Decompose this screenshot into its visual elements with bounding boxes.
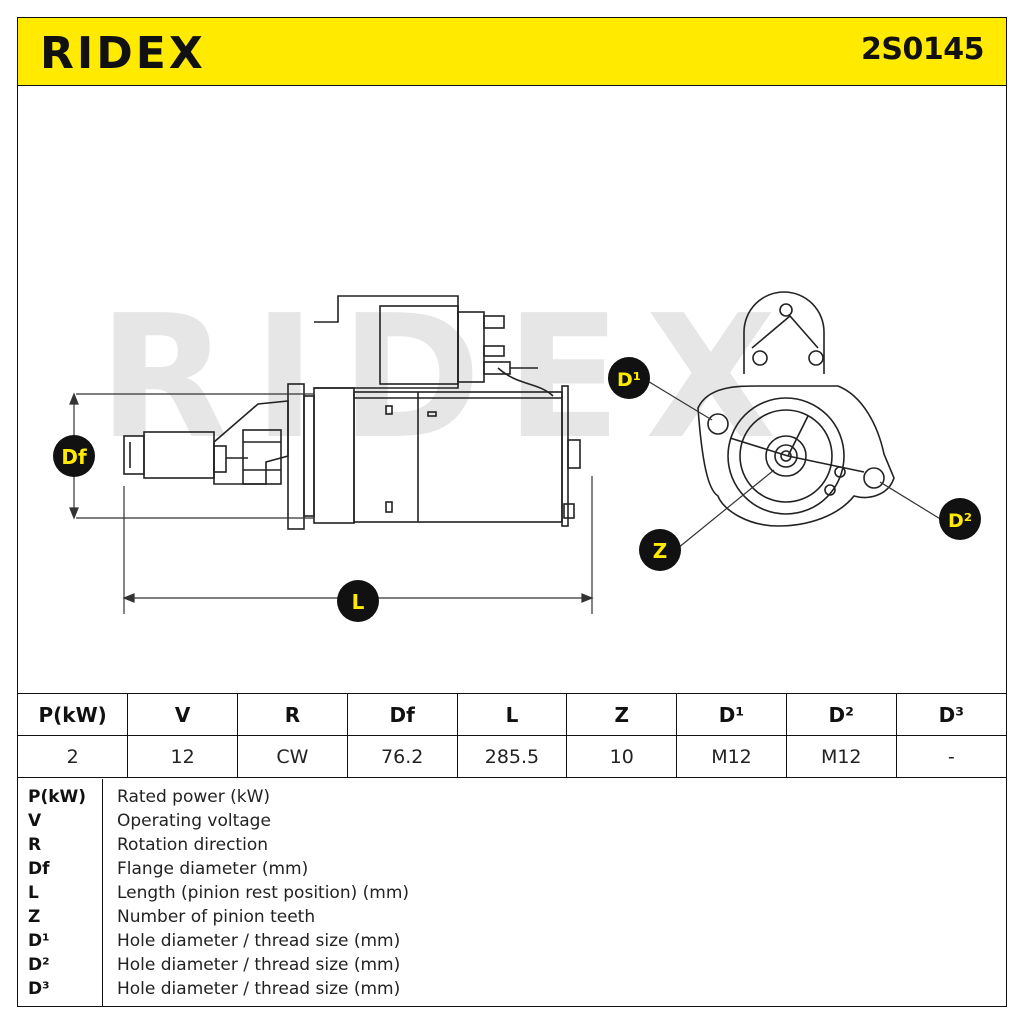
spec-header: P(kW) xyxy=(18,693,129,736)
legend-key: D³ xyxy=(28,979,50,999)
terminal-top xyxy=(483,315,505,329)
callout-df-label: Df xyxy=(61,445,87,469)
spec-value: 76.2 xyxy=(346,735,458,778)
spec-value: 2 xyxy=(18,735,129,778)
legend-key: R xyxy=(28,835,42,855)
hole-d1 xyxy=(707,413,729,435)
housing-outline xyxy=(697,385,895,527)
solenoid-cap xyxy=(743,291,825,374)
drive-end-nose xyxy=(213,400,289,485)
callout-d2-label: D² xyxy=(948,510,972,532)
spec-header: V xyxy=(127,693,239,736)
legend-row: P(kW) Rated power (kW) xyxy=(18,787,1006,811)
spec-value: CW xyxy=(237,735,348,778)
legend-desc: Number of pinion teeth xyxy=(117,907,316,927)
drive-housing-top xyxy=(314,295,459,389)
legend-desc: Operating voltage xyxy=(117,811,271,831)
legend-desc: Hole diameter / thread size (mm) xyxy=(117,931,401,951)
leader-lines xyxy=(645,379,943,549)
legend-row: R Rotation direction xyxy=(18,835,1006,859)
legend-key: L xyxy=(28,883,39,903)
legend-desc: Hole diameter / thread size (mm) xyxy=(117,955,401,975)
callout-d1 xyxy=(608,357,650,399)
callout-d2 xyxy=(939,498,981,540)
legend-desc: Length (pinion rest position) (mm) xyxy=(117,883,410,903)
legend-divider xyxy=(102,779,103,1006)
spec-header: D³ xyxy=(895,693,1006,736)
legend-desc: Rated power (kW) xyxy=(117,787,271,807)
callout-z-label: Z xyxy=(653,539,668,563)
legend-row: D¹ Hole diameter / thread size (mm) xyxy=(18,931,1006,955)
legend-key: Df xyxy=(28,859,50,879)
callout-z xyxy=(639,529,681,571)
spec-header: D¹ xyxy=(676,693,787,736)
starter-motor-drawing: RIDEX xyxy=(53,279,981,622)
part-number: 2S0145 xyxy=(861,32,984,67)
legend: P(kW) Rated power (kW) V Operating volta… xyxy=(18,779,1006,1006)
technical-drawing: RIDEX xyxy=(18,86,1006,693)
header-bar: RIDEX 2S0145 xyxy=(18,18,1006,86)
spec-value: M12 xyxy=(676,735,787,778)
watermark: RIDEX xyxy=(98,279,800,477)
legend-desc: Hole diameter / thread size (mm) xyxy=(117,979,401,999)
spec-value: 10 xyxy=(566,735,678,778)
spec-header: Df xyxy=(346,693,458,736)
spec-header: R xyxy=(237,693,348,736)
callout-d1-label: D¹ xyxy=(617,369,641,391)
callout-l xyxy=(337,580,379,622)
spec-table: P(kW) V R Df L Z D¹ D² D³ 2 12 CW 76.2 2… xyxy=(18,693,1006,778)
spec-header: Z xyxy=(566,693,678,736)
bendix xyxy=(242,429,282,485)
ridex-logo: RIDEX xyxy=(40,28,206,76)
spec-header: L xyxy=(456,693,568,736)
spec-value: 285.5 xyxy=(456,735,568,778)
brand-name: RIDEX xyxy=(40,28,206,76)
legend-desc: Flange diameter (mm) xyxy=(117,859,309,879)
legend-row: L Length (pinion rest position) (mm) xyxy=(18,883,1006,907)
legend-row: D³ Hole diameter / thread size (mm) xyxy=(18,979,1006,1003)
legend-desc: Rotation direction xyxy=(117,835,268,855)
legend-key: P(kW) xyxy=(28,787,87,807)
callout-df xyxy=(53,435,95,477)
legend-row: Df Flange diameter (mm) xyxy=(18,859,1006,883)
spec-value-row: 2 12 CW 76.2 285.5 10 M12 M12 - xyxy=(18,735,1006,778)
callout-l-label: L xyxy=(352,590,365,614)
pinion-gear xyxy=(765,435,807,477)
spec-value: 12 xyxy=(127,735,239,778)
rear-stud xyxy=(567,439,581,469)
hole-d2 xyxy=(863,467,885,489)
product-sheet: RIDEX 2S0145 RIDEX xyxy=(17,17,1007,1007)
legend-key: Z xyxy=(28,907,41,927)
spec-value: - xyxy=(895,735,1006,778)
spec-header-row: P(kW) V R Df L Z D¹ D² D³ xyxy=(18,693,1006,736)
legend-key: D¹ xyxy=(28,931,50,951)
spec-header: D² xyxy=(785,693,897,736)
motor-housing xyxy=(727,397,845,515)
end-view xyxy=(697,291,895,527)
spec-value: M12 xyxy=(785,735,897,778)
legend-key: D² xyxy=(28,955,50,975)
legend-key: V xyxy=(28,811,42,831)
side-view xyxy=(123,295,581,530)
legend-row: D² Hole diameter / thread size (mm) xyxy=(18,955,1006,979)
legend-row: Z Number of pinion teeth xyxy=(18,907,1006,931)
legend-row: V Operating voltage xyxy=(18,811,1006,835)
